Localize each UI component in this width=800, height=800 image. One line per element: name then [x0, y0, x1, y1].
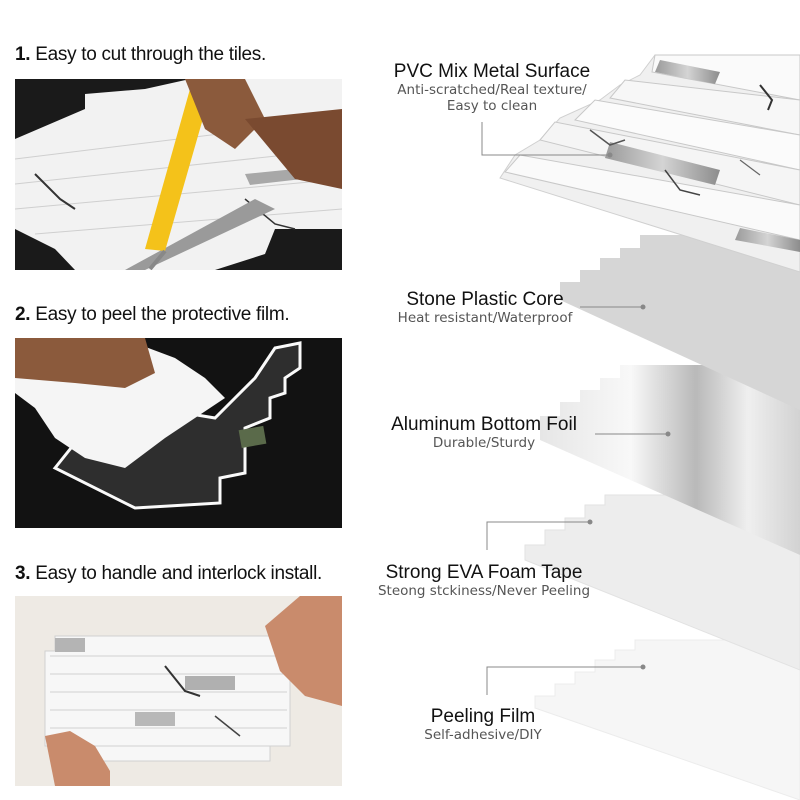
step-1-title: 1. Easy to cut through the tiles. [15, 44, 266, 66]
layer-subtitle: Easy to clean [446, 98, 538, 114]
peeling-film-layer [534, 639, 800, 800]
step-text: Easy to cut through the tiles. [35, 44, 266, 65]
pvc-surface-layer [499, 54, 800, 273]
layer-label-film: Peeling Film Self-adhesive/DIY [400, 706, 566, 743]
layer-subtitle: Durable/Sturdy [432, 435, 536, 451]
eva-foam-layer [524, 494, 800, 671]
step-text: Easy to peel the protective film. [35, 304, 290, 325]
layer-label-core: Stone Plastic Core Heat resistant/Waterp… [380, 289, 590, 326]
step-3-title: 3. Easy to handle and interlock install. [15, 563, 322, 585]
peeling-photo [15, 338, 342, 528]
layer-label-foil: Aluminum Bottom Foil Durable/Sturdy [372, 414, 596, 451]
leader-line-pvc [481, 122, 610, 156]
step-text: Easy to handle and interlock install. [35, 563, 322, 584]
step-number: 3. [15, 563, 31, 584]
step-number: 1. [15, 44, 31, 65]
layer-title: Strong EVA Foam Tape [385, 562, 583, 583]
layer-label-pvc: PVC Mix Metal Surface Anti-scratched/Rea… [364, 61, 620, 114]
layer-label-eva: Strong EVA Foam Tape Steong stckiness/Ne… [364, 562, 604, 599]
layer-title: Stone Plastic Core [406, 289, 564, 310]
step-number: 2. [15, 304, 31, 325]
layer-title: Peeling Film [430, 706, 536, 727]
layer-subtitle: Heat resistant/Waterproof [397, 310, 573, 326]
leader-line-film [486, 666, 643, 695]
aluminum-foil-layer [540, 365, 800, 555]
layer-subtitle: Self-adhesive/DIY [424, 727, 542, 743]
layer-subtitle: Steong stckiness/Never Peeling [377, 583, 591, 599]
cutting-photo [15, 79, 342, 270]
install-photo [15, 596, 342, 786]
stone-core-layer [560, 235, 800, 410]
step-2-title: 2. Easy to peel the protective film. [15, 304, 290, 326]
layer-title: PVC Mix Metal Surface [393, 61, 591, 82]
leader-line-eva [486, 521, 590, 550]
layer-subtitle: Anti-scratched/Real texture/ [397, 82, 587, 98]
layer-title: Aluminum Bottom Foil [391, 414, 577, 435]
